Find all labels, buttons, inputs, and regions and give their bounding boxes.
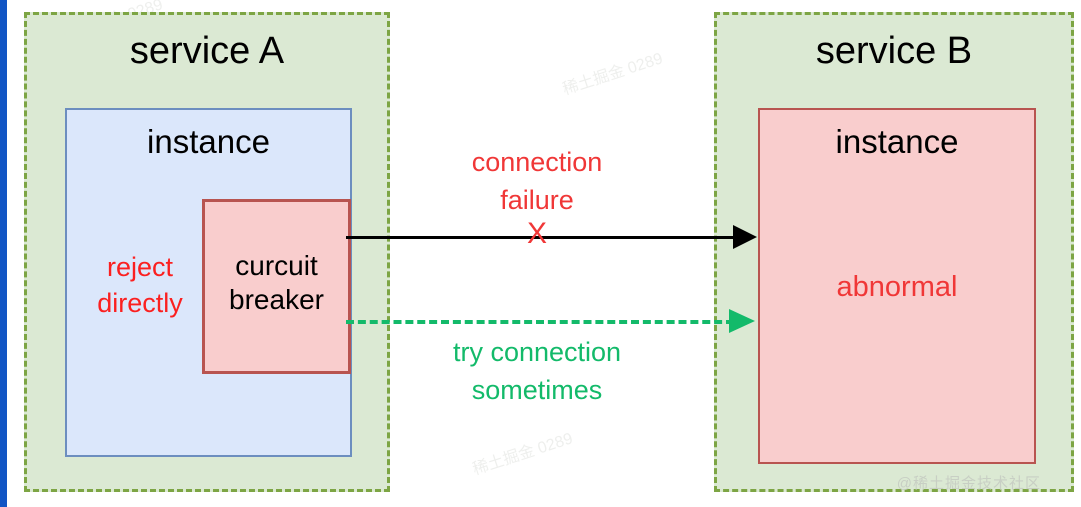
watermark-credit: @稀土掘金技术社区 bbox=[896, 475, 1041, 492]
service-a-title: service A bbox=[129, 30, 285, 72]
service-b-instance-box: instance abnormal bbox=[758, 108, 1036, 464]
service-b-container: service B instance abnormal bbox=[714, 12, 1074, 492]
service-b-status-label: abnormal bbox=[836, 271, 958, 303]
watermark-tile: 稀土掘金 0289 bbox=[560, 50, 665, 99]
service-a-instance-title: instance bbox=[147, 123, 270, 160]
retry-connection-arrow-head-icon bbox=[729, 309, 755, 333]
connection-failure-arrow-line bbox=[346, 236, 739, 239]
connection-failure-arrow-head-icon bbox=[733, 225, 757, 249]
watermark-tile: 稀土掘金 0289 bbox=[470, 430, 575, 479]
connection-failure-x-icon: X bbox=[526, 217, 547, 250]
service-b-instance-title: instance bbox=[835, 123, 959, 160]
page-edge-strip bbox=[0, 0, 7, 507]
service-b-title: service B bbox=[815, 30, 973, 72]
retry-connection-arrow-line bbox=[346, 320, 734, 324]
